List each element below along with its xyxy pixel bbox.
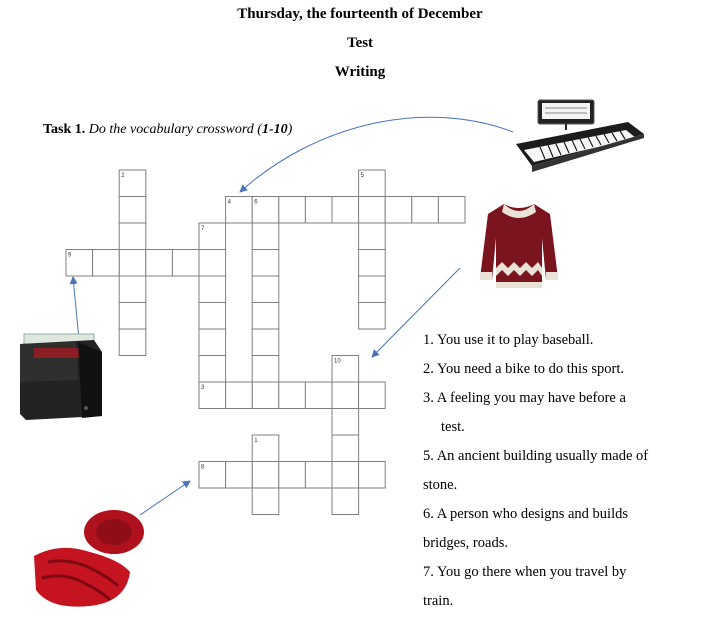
crossword-cell[interactable] — [331, 461, 360, 489]
crossword-cell[interactable] — [198, 275, 227, 303]
clue-1: 1. You use it to play baseball. — [423, 332, 594, 348]
arrow-towel — [139, 480, 191, 516]
page-date: Thursday, the fourteenth of December — [237, 6, 483, 22]
crossword-cell[interactable] — [251, 487, 280, 515]
crossword-cell[interactable] — [65, 249, 94, 277]
crossword-cell[interactable] — [198, 355, 227, 383]
crossword-cell[interactable] — [171, 249, 200, 277]
task-label: Task 1. — [43, 122, 86, 137]
crossword-cell[interactable] — [384, 196, 413, 224]
crossword-cell[interactable] — [331, 408, 360, 436]
crossword-cell[interactable] — [437, 196, 466, 224]
crossword-cell[interactable] — [225, 196, 253, 224]
clue-number-8: 8 — [201, 465, 205, 471]
crossword-cell[interactable] — [331, 196, 360, 224]
crossword-cell[interactable] — [304, 461, 333, 489]
crossword-cell[interactable] — [278, 461, 306, 489]
crossword-cell[interactable] — [198, 302, 227, 330]
clue-number-2: 2 — [121, 173, 125, 179]
crossword-cell[interactable] — [198, 249, 227, 277]
crossword-cell[interactable] — [358, 169, 386, 197]
clue-5: 5. An ancient building usually made of — [423, 448, 649, 464]
crossword-cell[interactable] — [251, 249, 280, 277]
crossword-cell[interactable] — [358, 302, 386, 330]
clue-list: 1. You use it to play baseball. 2. You n… — [423, 326, 689, 616]
crossword-cell[interactable] — [118, 222, 147, 250]
task-close: ) — [287, 122, 293, 137]
crossword-cell[interactable] — [358, 275, 386, 303]
crossword-cell[interactable] — [358, 249, 386, 277]
crossword-cell[interactable] — [118, 249, 147, 277]
clue-7-cont: train. — [423, 593, 454, 609]
clue-number-4: 4 — [228, 200, 232, 206]
clue-5-cont: stone. — [423, 477, 458, 493]
crossword-cell[interactable] — [304, 381, 333, 409]
crossword-cell[interactable] — [251, 434, 280, 462]
crossword-cell[interactable] — [278, 196, 306, 224]
crossword-cell[interactable] — [251, 275, 280, 303]
crossword-cell[interactable] — [118, 196, 147, 224]
crossword-cell[interactable] — [251, 355, 280, 383]
clue-3-cont: test. — [441, 419, 465, 435]
crossword-cell[interactable] — [145, 249, 173, 277]
arrow-sweater — [371, 267, 461, 358]
crossword-cell[interactable] — [278, 381, 306, 409]
clue-3: 3. A feeling you may have before a — [423, 390, 626, 406]
crossword-cell[interactable] — [92, 249, 120, 277]
crossword-cell[interactable] — [118, 328, 147, 356]
crossword-cell[interactable] — [118, 302, 147, 330]
keyboard-icon — [516, 99, 644, 172]
sweater-icon — [480, 204, 558, 288]
clue-number-1: 1 — [254, 438, 258, 444]
crossword-cell[interactable] — [411, 196, 439, 224]
clue-2: 2. You need a bike to do this sport. — [423, 361, 624, 377]
clue-number-10: 10 — [334, 359, 341, 365]
crossword-cell[interactable] — [198, 328, 227, 356]
crossword-cell[interactable] — [251, 328, 280, 356]
crossword-cell[interactable] — [304, 196, 333, 224]
page-title-writing: Writing — [334, 64, 386, 80]
clue-6-cont: bridges, roads. — [423, 535, 508, 551]
clue-6: 6. A person who designs and builds — [423, 506, 629, 522]
crossword-cell[interactable] — [251, 302, 280, 330]
clue-number-5: 5 — [361, 173, 365, 179]
crossword-cell[interactable] — [118, 275, 147, 303]
crossword-cell[interactable] — [118, 169, 147, 197]
crossword-cell[interactable] — [251, 381, 280, 409]
wallet-icon — [20, 333, 102, 420]
crossword-cell[interactable] — [251, 461, 280, 489]
clue-number-7: 7 — [201, 226, 205, 232]
crossword-cell[interactable] — [358, 461, 386, 489]
clue-number-6: 6 — [254, 200, 258, 206]
crossword-cell[interactable] — [358, 196, 386, 224]
crossword-cell[interactable] — [225, 381, 253, 409]
crossword-cell[interactable] — [198, 461, 227, 489]
clue-number-3: 3 — [201, 385, 205, 391]
arrow-wallet — [69, 276, 80, 341]
crossword-cell[interactable] — [198, 222, 227, 250]
towel-icon — [34, 510, 144, 607]
task-text: Do the vocabulary crossword ( — [88, 122, 262, 137]
page-title-test: Test — [346, 35, 374, 51]
crossword-cell[interactable] — [331, 487, 360, 515]
crossword-cell[interactable] — [358, 222, 386, 250]
crossword-cell[interactable] — [331, 434, 360, 462]
crossword-cell[interactable] — [225, 461, 253, 489]
task-instruction: Task 1. Do the vocabulary crossword (1-1… — [43, 122, 292, 138]
clue-7: 7. You go there when you travel by — [423, 564, 627, 580]
crossword-cell[interactable] — [331, 381, 360, 409]
crossword-cell[interactable] — [331, 355, 360, 383]
crossword-cell[interactable] — [251, 196, 280, 224]
crossword-cell[interactable] — [251, 222, 280, 250]
clue-number-9: 9 — [68, 253, 72, 259]
task-range: 1-10 — [261, 122, 288, 137]
arrow-keyboard — [239, 116, 514, 193]
crossword-cell[interactable] — [358, 381, 386, 409]
